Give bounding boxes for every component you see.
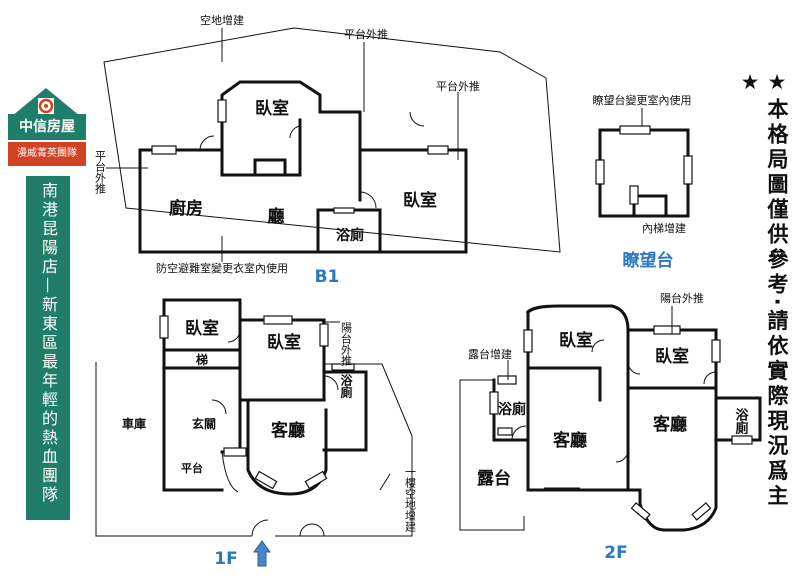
2f-bath-1: 浴廁	[498, 401, 526, 418]
b1-kitchen: 廚房	[169, 198, 203, 219]
2f-note-terrace-add: 露台增建	[468, 347, 512, 361]
2f-note-balcony: 陽台外推	[660, 291, 704, 305]
1f-living: 客廳	[270, 420, 305, 441]
b1-bath: 浴廁	[336, 227, 364, 244]
1f-stair: 梯	[196, 352, 208, 367]
b1-yard-outline	[103, 27, 561, 253]
1f-foyer: 玄關	[192, 416, 216, 431]
floor-lookout: 瞭望台變更室內使用 內梯增建 瞭望台	[593, 93, 693, 271]
store-banner: 南港昆陽店—新東區最年輕的熱血團隊	[26, 176, 70, 520]
2f-living-1: 客廳	[552, 430, 587, 451]
b1-note-balcony-left: 平台外推	[94, 150, 107, 194]
1f-garage: 車庫	[122, 416, 146, 431]
disclaimer: ★本格局圖僅供參考‧請依實際現況爲主★	[738, 70, 789, 510]
b1-note-yard: 空地增建	[200, 13, 244, 27]
floor-1f: 臥室 臥室 梯 車庫 玄關 客廳 浴廁 平台 陽台外推 一樓空地增建 1F	[95, 298, 417, 569]
1f-bedroom-2: 臥室	[267, 332, 301, 353]
lookout-note-change: 瞭望台變更室內使用	[593, 93, 692, 107]
floor-b1: 臥室 臥室 廚房 廳 浴廁 空地增建 平台外推 平台外推 平台外推 防空避難室變…	[94, 13, 561, 287]
team-tag: 漫威菁英團隊	[8, 142, 86, 166]
2f-bedroom-1: 臥室	[559, 330, 593, 351]
b1-note-balcony-top: 平台外推	[344, 27, 388, 41]
b1-note-balcony-right: 平台外推	[436, 79, 480, 93]
entry-arrow-icon	[253, 540, 271, 567]
b1-note-shelter: 防空避難室變更衣室內使用	[156, 261, 288, 275]
lookout-note-stair: 內梯增建	[642, 221, 686, 235]
2f-bedroom-2: 臥室	[655, 346, 689, 367]
1f-title: 1F	[214, 549, 237, 569]
1f-note-yard: 一樓空地增建	[404, 466, 417, 533]
2f-bath-2: 浴廁	[733, 407, 749, 435]
1f-terrace: 平台	[181, 461, 203, 475]
b1-living: 廳	[268, 206, 285, 227]
b1-bedroom-1: 臥室	[255, 98, 289, 119]
2f-terrace: 露台	[477, 468, 511, 489]
b1-bedroom-2: 臥室	[403, 190, 437, 211]
store-name: 南港昆陽店—新東區最年輕的熱血團隊	[39, 182, 58, 505]
lookout-title: 瞭望台	[623, 250, 674, 271]
2f-living-2: 客廳	[652, 414, 687, 435]
b1-title: B1	[315, 267, 340, 287]
brand-name: 中信房屋	[8, 114, 86, 140]
1f-bath: 浴廁	[339, 373, 353, 399]
house-roof-icon	[12, 88, 80, 116]
1f-note-balcony: 陽台外推	[340, 322, 353, 366]
floor-2f: 臥室 臥室 浴廁 浴廁 客廳 客廳 露台 陽台外推 露台增建 2F	[459, 291, 762, 563]
2f-title: 2F	[604, 543, 627, 563]
1f-bedroom-1: 臥室	[185, 318, 219, 339]
